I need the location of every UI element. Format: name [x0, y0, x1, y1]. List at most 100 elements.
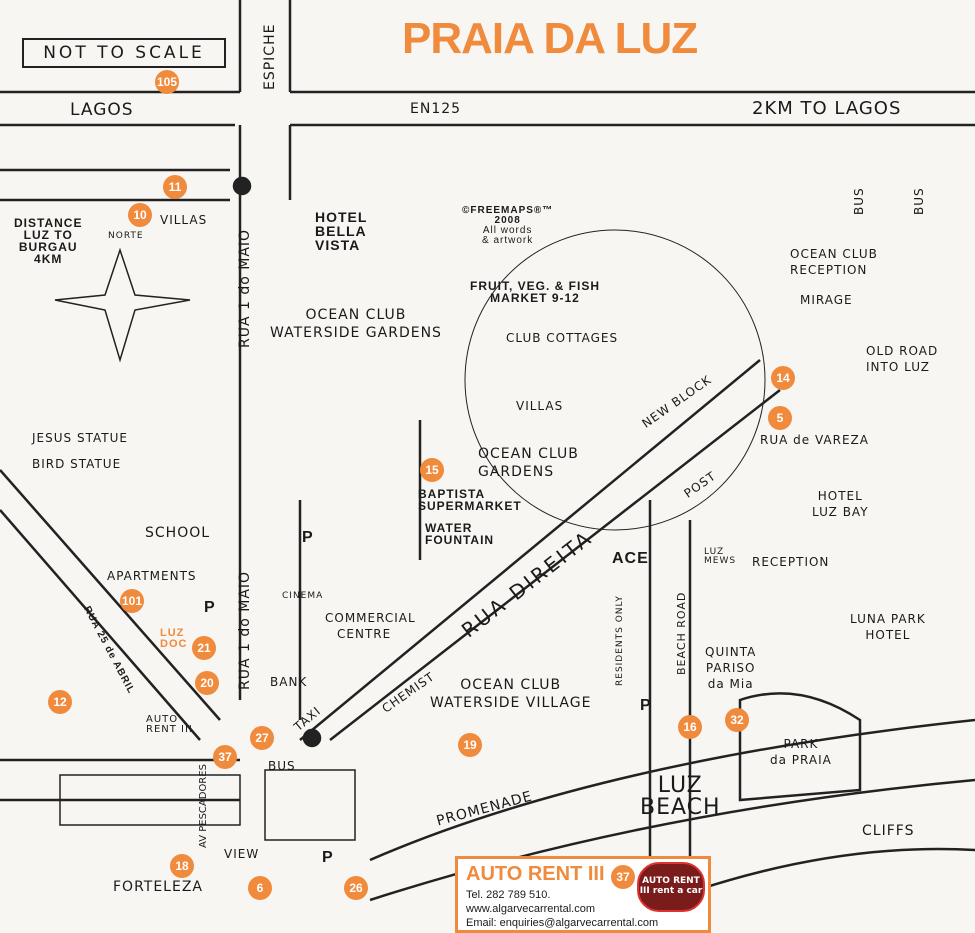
text: WATERSIDE GARDENS — [270, 325, 442, 341]
label-rua-1-maio-bottom: RUA 1 do MAIO — [237, 570, 253, 690]
text: da Mia — [707, 677, 754, 691]
label-bus: BUS — [912, 187, 926, 215]
text: VISTA — [315, 237, 361, 253]
label-en125: EN125 — [410, 101, 462, 117]
text: BEACH — [640, 795, 721, 820]
label-bus: BUS — [852, 187, 866, 215]
label-lagos: LAGOS — [70, 100, 134, 120]
ad-marker: 37 — [611, 865, 635, 889]
auto-rent-advert: AUTO RENT III 37 Tel. 282 789 510. www.a… — [455, 856, 711, 933]
label-bird-statue: BIRD STATUE — [32, 457, 122, 471]
text: OCEAN CLUB — [790, 247, 878, 261]
auto-rent-logo: AUTO RENT III rent a car — [637, 862, 705, 912]
label-bus-stop: BUS — [268, 759, 296, 773]
label-villas-centre: VILLAS — [516, 399, 564, 413]
label-jesus-statue: JESUS STATUE — [32, 431, 128, 445]
copyright-line: & artwork — [482, 235, 534, 246]
label-old-road: OLD ROAD INTO LUZ — [866, 345, 938, 373]
text: GARDENS — [478, 464, 555, 480]
parking-label: P — [640, 697, 652, 714]
text: BELLA — [315, 223, 367, 239]
copyright-line: All words — [482, 225, 533, 236]
text: AUTO — [146, 714, 179, 725]
marker: 12 — [48, 690, 72, 714]
text: PARISO — [705, 661, 756, 675]
label-rua-1-maio-top: RUA 1 do MAIO — [237, 228, 253, 348]
text: OLD ROAD — [866, 344, 939, 358]
label-bank: BANK — [270, 675, 308, 689]
label-ocean-club-reception: OCEAN CLUB RECEPTION — [790, 248, 878, 276]
parking-label: P — [322, 849, 334, 866]
map-title: PRAIA DA LUZ — [402, 14, 698, 63]
text: LUZ BAY — [812, 505, 869, 519]
text: INTO LUZ — [866, 360, 930, 374]
label-av-pescadores: AV PESCADORES — [198, 764, 209, 848]
label-mirage: MIRAGE — [800, 293, 853, 307]
text: LUZ — [704, 547, 725, 557]
label-cliffs: CLIFFS — [862, 823, 915, 839]
label-villas-west: VILLAS — [160, 213, 208, 227]
text: MARKET 9-12 — [490, 291, 580, 305]
text: CENTRE — [337, 627, 392, 641]
label-to-lagos: 2KM TO LAGOS — [752, 98, 902, 119]
text: LUNA PARK — [850, 612, 926, 626]
marker: 26 — [344, 876, 368, 900]
text: OCEAN CLUB — [305, 307, 407, 323]
label-club-cottages: CLUB COTTAGES — [506, 331, 619, 345]
label-cinema: CINEMA — [282, 591, 324, 601]
marker: 16 — [678, 715, 702, 739]
text: BAPTISTA — [418, 487, 486, 501]
marker: 101 — [120, 589, 144, 613]
label-espiche: ESPICHE — [262, 23, 278, 90]
copyright-line: ©FREEMAPS®™ — [462, 205, 554, 216]
label-reception: RECEPTION — [752, 555, 830, 569]
marker: 5 — [768, 406, 792, 430]
marker: 11 — [163, 175, 187, 199]
ad-email[interactable]: Email: enquiries@algarvecarrental.com — [466, 917, 659, 929]
marker: 21 — [192, 636, 216, 660]
marker: 27 — [250, 726, 274, 750]
label-norte: NORTE — [108, 231, 144, 241]
text: 4KM — [34, 252, 63, 266]
marker: 15 — [420, 458, 444, 482]
text: WATERSIDE VILLAGE — [430, 695, 592, 711]
text: SUPERMARKET — [418, 499, 522, 513]
text: FOUNTAIN — [425, 533, 495, 547]
text: WATER — [425, 521, 473, 535]
marker: 10 — [128, 203, 152, 227]
text: da PRAIA — [770, 753, 832, 767]
text: RECEPTION — [790, 263, 868, 277]
text: OCEAN CLUB — [478, 446, 579, 462]
text: LUZ — [160, 627, 185, 639]
text: DISTANCE — [14, 216, 83, 230]
label-ocean-club-waterside-village: OCEAN CLUB WATERSIDE VILLAGE — [430, 678, 591, 710]
label-beach-road: BEACH ROAD — [675, 591, 688, 675]
label-ocean-club-gardens: OCEAN CLUB GARDENS — [478, 447, 579, 479]
text: LUZ — [657, 773, 703, 798]
label-view: VIEW — [224, 847, 260, 861]
label-ocean-club-waterside-gardens: OCEAN CLUB WATERSIDE GARDENS — [270, 308, 442, 340]
parking-label: P — [302, 529, 314, 546]
text: OCEAN CLUB — [460, 677, 562, 693]
text: RENT III — [146, 724, 193, 735]
label-forteleza: FORTELEZA — [113, 879, 203, 895]
ad-website[interactable]: www.algarvecarrental.com — [466, 903, 595, 915]
copyright-line: 2008 — [494, 215, 521, 226]
marker: 105 — [155, 70, 179, 94]
marker: 20 — [195, 671, 219, 695]
not-to-scale-label: NOT TO SCALE — [22, 38, 226, 68]
text: DOC — [160, 638, 188, 650]
